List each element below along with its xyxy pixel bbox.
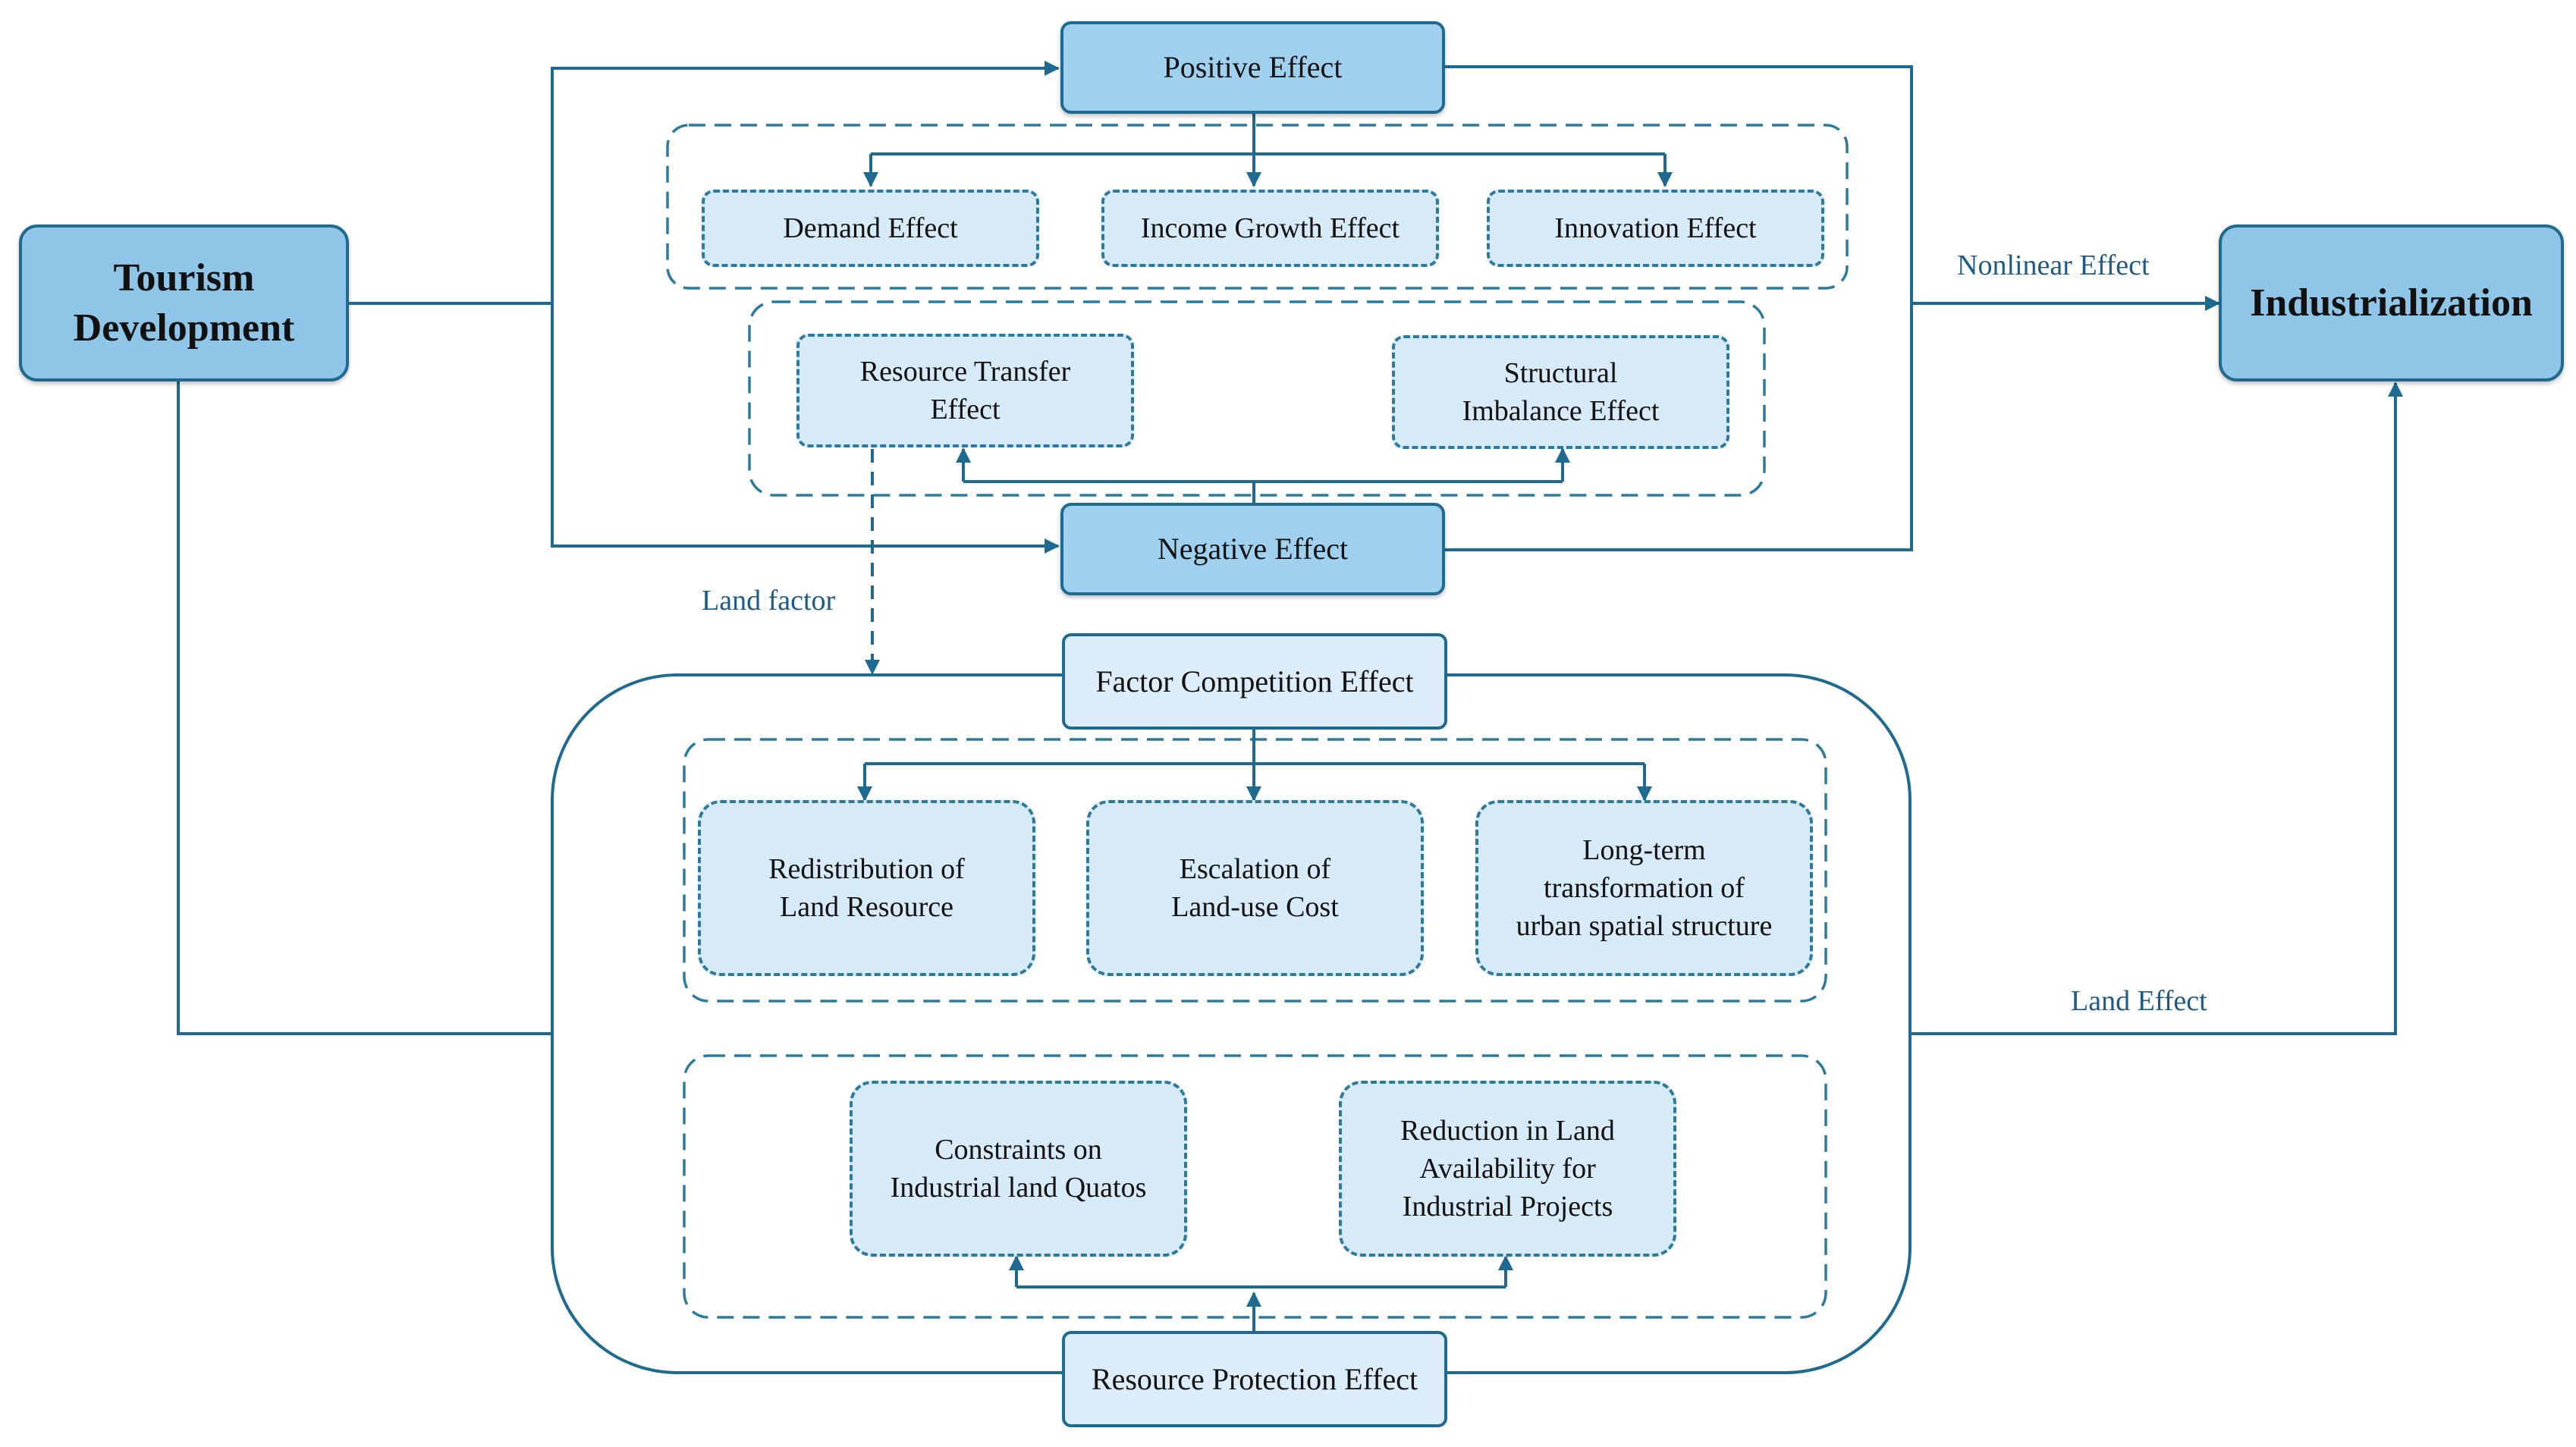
structural-imbalance-effect-node: Structural Imbalance Effect (1392, 335, 1729, 449)
positive-effect-node: Positive Effect (1060, 21, 1445, 114)
innovation-effect-node: Innovation Effect (1487, 190, 1824, 267)
negative-branch-arrow (551, 303, 1060, 554)
constraints-node: Constraints on Industrial land Quatos (850, 1081, 1187, 1257)
positive-branch-arrow (551, 61, 1060, 303)
land-effect-container (551, 673, 1912, 1374)
redistribution-node: Redistribution of Land Resource (698, 800, 1035, 976)
land-effect-label: Land Effect (2071, 985, 2207, 1017)
positive-to-right (1445, 65, 1913, 303)
reduction-node: Reduction in Land Availability for Indus… (1339, 1081, 1676, 1257)
industrialization-node: Industrialization (2219, 224, 2564, 381)
positive-group-frame (666, 124, 1849, 290)
tourism-to-land-connector (177, 381, 552, 1035)
negative-to-right (1445, 303, 1913, 551)
long-term-transformation-node: Long-term transformation of urban spatia… (1475, 800, 1813, 976)
nonlinear-effect-label: Nonlinear Effect (1957, 250, 2150, 281)
tourism-development-node: Tourism Development (19, 224, 349, 381)
income-growth-effect-node: Income Growth Effect (1101, 190, 1439, 267)
resource-transfer-effect-node: Resource Transfer Effect (796, 334, 1134, 447)
land-factor-label: Land factor (702, 585, 836, 617)
demand-effect-node: Demand Effect (702, 190, 1039, 267)
land-effect-arrow (1910, 381, 2403, 1035)
land-quota-group-frame (683, 1054, 1827, 1319)
negative-effect-node: Negative Effect (1060, 503, 1445, 595)
escalation-node: Escalation of Land-use Cost (1086, 800, 1424, 976)
factor-competition-effect-node: Factor Competition Effect (1062, 633, 1447, 730)
resource-protection-effect-node: Resource Protection Effect (1062, 1331, 1447, 1427)
